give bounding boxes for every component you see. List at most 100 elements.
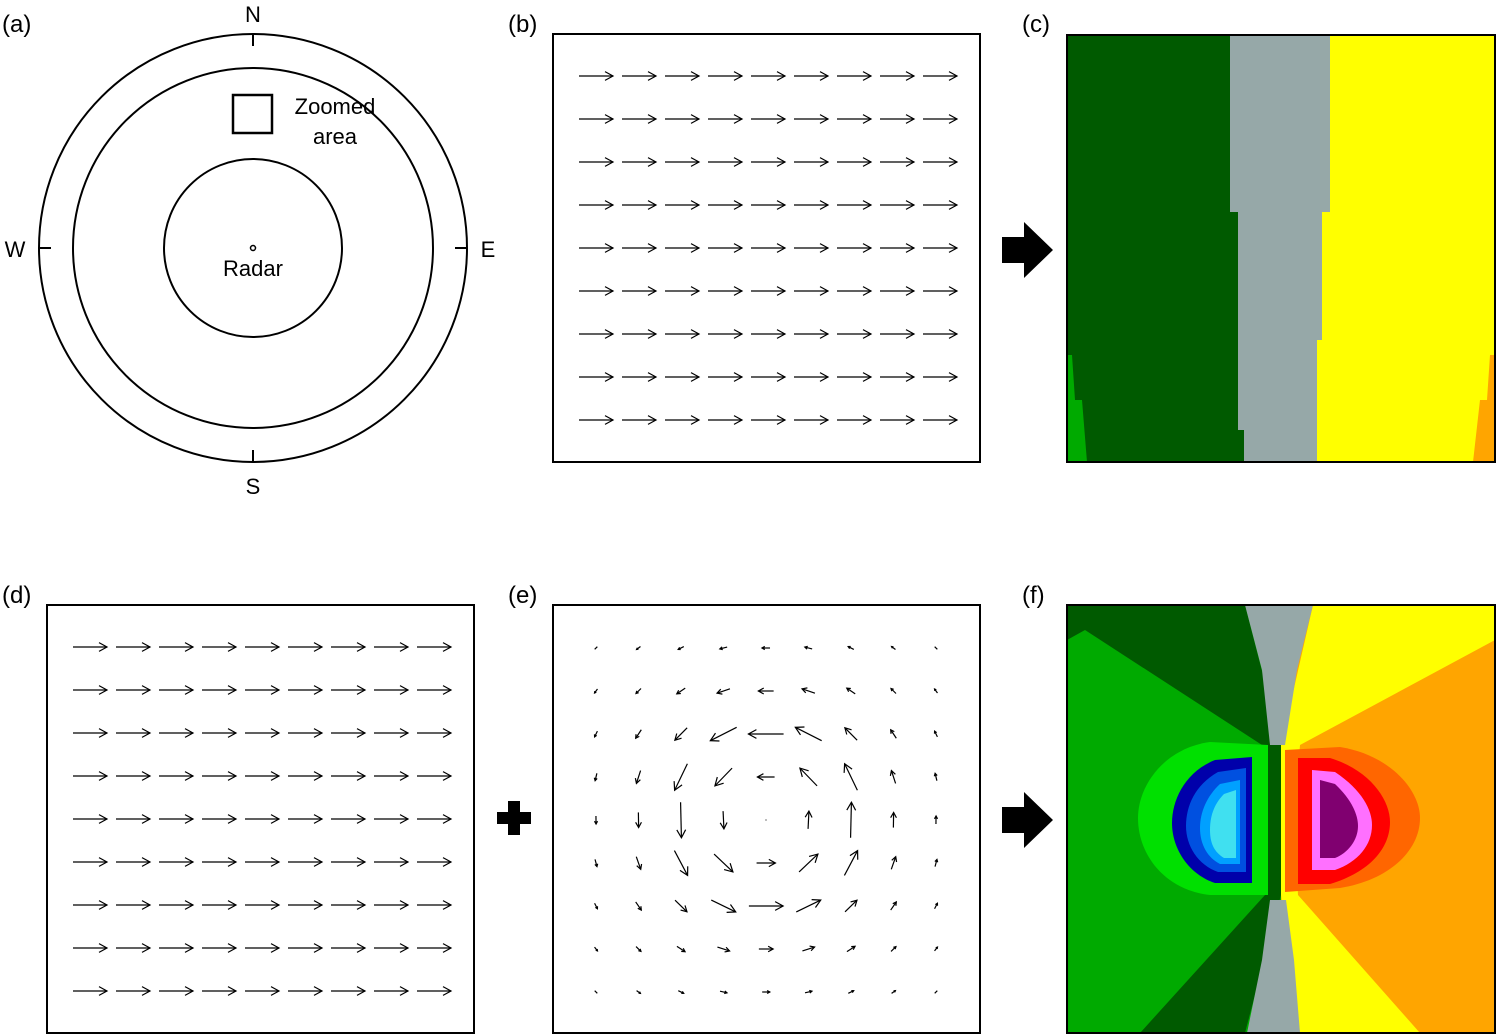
vortex-vector-arrow xyxy=(676,802,687,840)
wind-vector-arrow xyxy=(331,943,367,953)
wind-vector-arrow xyxy=(159,986,195,996)
vortex-vector-arrow xyxy=(594,646,598,650)
right-block-arrow-icon xyxy=(1002,792,1053,848)
vortex-vector-arrow xyxy=(673,727,688,742)
wind-vector-arrow xyxy=(751,415,787,425)
wind-vector-arrow xyxy=(159,771,195,781)
vortex-vector-arrow xyxy=(800,687,816,694)
west-label: W xyxy=(5,237,26,262)
vortex-vector-arrow xyxy=(635,856,643,871)
wind-vector-arrow xyxy=(73,857,109,867)
radial-velocity-field-c xyxy=(1067,35,1495,462)
wind-vector-arrow xyxy=(73,771,109,781)
wind-vector-arrow xyxy=(374,900,410,910)
wind-vector-arrow xyxy=(417,642,453,652)
wind-vector-arrow xyxy=(202,814,238,824)
vortex-vector-arrow xyxy=(747,729,784,739)
wind-vector-arrow xyxy=(622,286,658,296)
wind-vector-arrow xyxy=(417,814,453,824)
wind-vector-arrow xyxy=(751,243,787,253)
plus-icon xyxy=(497,801,531,835)
panel-c-label: (c) xyxy=(1022,11,1050,38)
vortex-vector-arrow xyxy=(635,646,641,651)
wind-vector-arrow xyxy=(579,415,615,425)
vortex-vector-arrow xyxy=(673,850,689,877)
vortex-vector-arrow xyxy=(794,726,822,742)
wind-vector-arrow xyxy=(751,200,787,210)
wind-vector-arrow xyxy=(880,200,916,210)
wind-vector-arrow xyxy=(116,814,152,824)
wind-vector-arrow xyxy=(923,372,959,382)
wind-vector-arrow xyxy=(837,286,873,296)
wind-vector-arrow xyxy=(116,685,152,695)
panel-b-label: (b) xyxy=(508,11,537,38)
vortex-vector-arrow xyxy=(844,899,858,913)
vortex-vector-arrow xyxy=(889,769,897,784)
wind-vector-arrow xyxy=(417,728,453,738)
vortex-vector-arrow xyxy=(934,946,939,952)
f-gray-bottom xyxy=(1247,900,1300,1033)
vortex-vector-arrow xyxy=(713,853,734,873)
wind-vector-arrow xyxy=(73,986,109,996)
wind-vector-arrow xyxy=(880,329,916,339)
vortex-vector-arrow xyxy=(847,645,855,650)
wind-vector-arrow xyxy=(331,642,367,652)
vortex-vector-arrow xyxy=(715,688,731,695)
wind-vector-arrow xyxy=(245,728,281,738)
f-purple-core xyxy=(1320,780,1358,858)
wind-vector-arrow xyxy=(159,857,195,867)
c-green-corner xyxy=(1067,355,1087,462)
vortex-vector-arrow xyxy=(762,990,772,994)
vortex-vector-arrow xyxy=(760,645,771,651)
vortex-vector-arrow xyxy=(848,989,855,994)
wind-vector-arrow xyxy=(288,857,324,867)
vortex-vector-arrow xyxy=(798,853,819,873)
wind-vector-arrow xyxy=(159,642,195,652)
wind-vector-arrow xyxy=(245,642,281,652)
wind-vector-arrow xyxy=(923,415,959,425)
wind-vector-arrow xyxy=(73,642,109,652)
wind-vector-arrow xyxy=(751,286,787,296)
panel-e-frame xyxy=(552,604,981,1034)
wind-vector-arrow xyxy=(794,243,830,253)
wind-vector-arrow xyxy=(288,728,324,738)
wind-vector-arrow xyxy=(417,943,453,953)
vortex-vector-arrow xyxy=(756,773,775,781)
vortex-vector-arrow xyxy=(714,767,733,787)
f-dark-green-region xyxy=(1067,605,1281,1033)
wind-vector-arrow xyxy=(202,857,238,867)
wind-vector-arrow xyxy=(665,71,701,81)
wind-vector-arrow xyxy=(665,415,701,425)
wind-vector-arrow xyxy=(665,329,701,339)
vortex-vector-arrow xyxy=(711,899,737,913)
wind-vector-arrow xyxy=(374,728,410,738)
wind-vector-arrow xyxy=(374,943,410,953)
wind-vector-arrow xyxy=(288,986,324,996)
vortex-vector-arrow xyxy=(890,811,897,828)
vortex-vector-arrow xyxy=(635,901,643,912)
vortex-vector-arrow xyxy=(594,859,599,868)
outer-range-ring xyxy=(38,33,468,463)
wind-vector-arrow xyxy=(288,814,324,824)
wind-vector-arrow xyxy=(708,200,744,210)
wind-vector-arrow xyxy=(73,943,109,953)
wind-vector-arrow xyxy=(794,71,830,81)
vortex-vector-arrow xyxy=(676,945,687,953)
vortex-vector-arrow xyxy=(748,901,785,911)
south-label: S xyxy=(246,474,261,499)
wind-vector-arrow xyxy=(837,372,873,382)
wind-vector-arrow xyxy=(579,329,615,339)
wind-vector-arrow xyxy=(374,857,410,867)
vortex-vector-arrow xyxy=(845,687,856,695)
radar-site-marker xyxy=(249,244,257,252)
wind-vector-arrow xyxy=(202,943,238,953)
wind-vector-arrow xyxy=(116,900,152,910)
wind-vector-arrow xyxy=(417,685,453,695)
wind-vector-arrow xyxy=(622,243,658,253)
wind-vector-arrow xyxy=(751,114,787,124)
wind-vector-arrow xyxy=(708,71,744,81)
uniform-wind-vectors-b xyxy=(579,71,959,425)
wind-vector-arrow xyxy=(665,200,701,210)
vortex-vector-arrow xyxy=(843,849,859,876)
vortex-vector-arrow xyxy=(934,990,938,994)
